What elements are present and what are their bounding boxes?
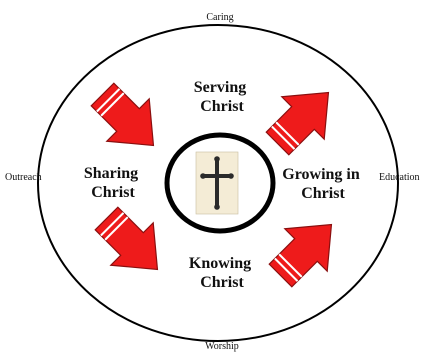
stage-serving-line2: Christ xyxy=(200,98,244,115)
stage-sharing-line1: Sharing xyxy=(84,165,138,182)
stage-sharing-line2: Christ xyxy=(91,184,135,201)
arrow-top-left xyxy=(80,72,176,168)
stage-sharing: Sharing Christ xyxy=(84,165,142,201)
stage-knowing-line1: Knowing xyxy=(189,255,251,272)
cross-icon xyxy=(195,151,239,215)
arrow-bottom-left xyxy=(84,196,180,292)
outer-circle xyxy=(37,24,399,342)
label-outreach: Outreach xyxy=(5,172,42,183)
label-caring: Caring xyxy=(206,12,233,23)
stage-knowing: Knowing Christ xyxy=(189,255,255,291)
stage-serving-line1: Serving xyxy=(194,79,246,96)
arrow-top-right xyxy=(255,70,351,166)
label-worship: Worship xyxy=(205,341,239,352)
stage-growing: Growing in Christ xyxy=(282,166,364,202)
arrow-bottom-right xyxy=(258,202,354,298)
stage-knowing-line2: Christ xyxy=(200,274,244,291)
stage-serving: Serving Christ xyxy=(194,79,250,115)
label-education: Education xyxy=(379,172,420,183)
stage-growing-line2: Christ xyxy=(301,185,345,202)
stage-growing-line1: Growing in xyxy=(282,166,360,183)
